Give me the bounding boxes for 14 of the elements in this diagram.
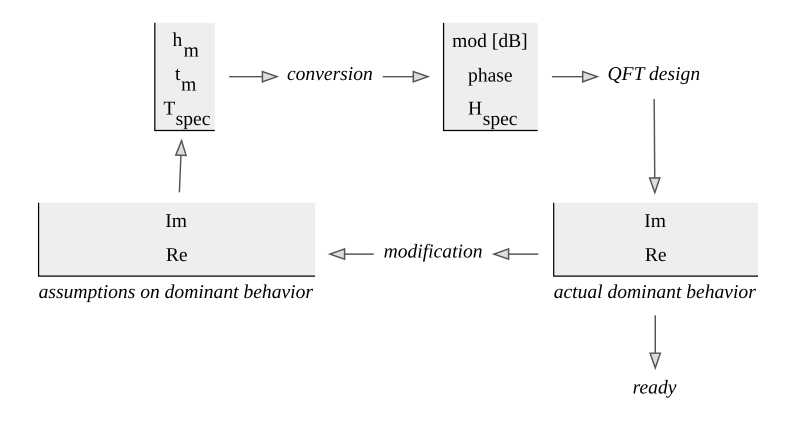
arrow	[492, 248, 538, 260]
node-text: modification	[384, 242, 483, 263]
node-text: conversion	[286, 64, 373, 86]
arrow	[552, 70, 600, 83]
arrow	[229, 70, 280, 83]
node-text: ready	[632, 377, 676, 398]
node-label: assumptions on dominant behavior	[38, 282, 313, 303]
arrow	[174, 138, 188, 192]
arrow	[328, 248, 374, 260]
arrow	[648, 99, 661, 195]
arrow	[649, 315, 662, 370]
node-text: QFT design	[608, 64, 700, 86]
arrow	[382, 70, 430, 83]
node-label: actual dominant behavior	[554, 282, 756, 303]
